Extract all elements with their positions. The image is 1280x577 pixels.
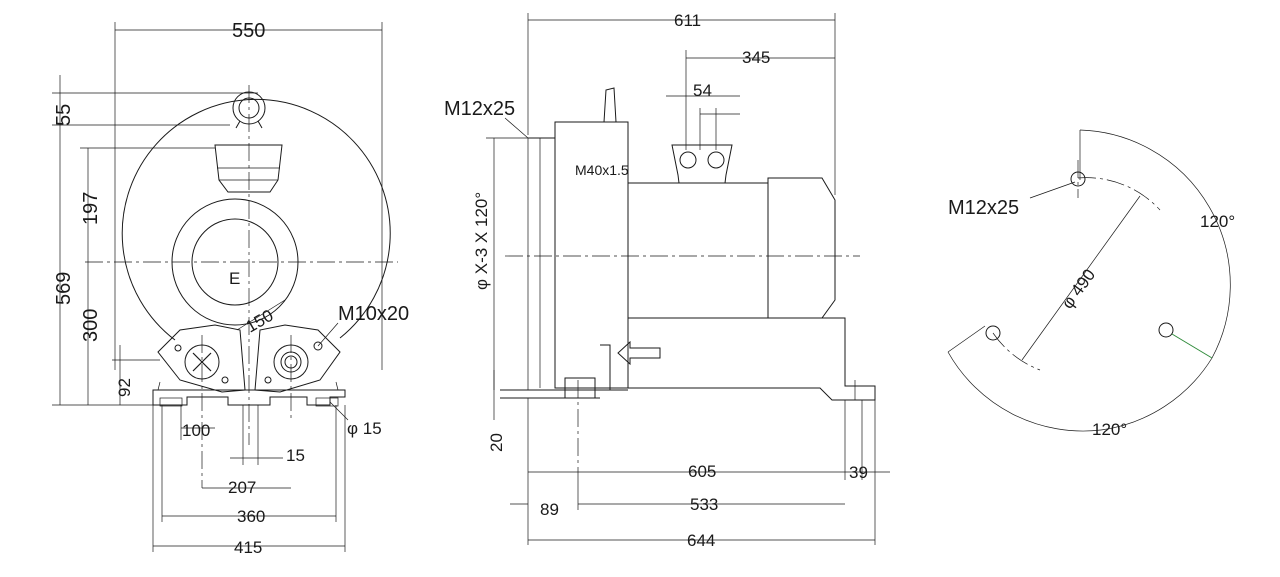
thread-m10x20: M10x20	[338, 303, 409, 325]
top-port	[214, 144, 283, 193]
thread-m12x25-side: M12x25	[444, 98, 515, 120]
left-lug	[157, 324, 246, 393]
side-view: 611 345 54 M12x25 M40x1.5 φ X-3 X 120° 2…	[444, 11, 890, 550]
dim-55: 55	[53, 104, 75, 126]
front-view: 550 55 197 569 300 92 E 150 M10x20 φ 15 …	[52, 20, 409, 557]
dim-605: 605	[688, 462, 716, 481]
dim-39: 39	[849, 463, 868, 482]
dim-207: 207	[228, 478, 256, 497]
dim-550: 550	[232, 20, 265, 42]
motor-end	[767, 177, 836, 319]
thread-m12x25-flange: M12x25	[948, 197, 1019, 219]
dim-345: 345	[742, 48, 770, 67]
angle-120-top: 120°	[1200, 212, 1235, 231]
base-frame	[628, 317, 876, 401]
phi-490: φ 490	[1058, 265, 1099, 312]
dim-100: 100	[182, 421, 210, 440]
dim-150: 150	[243, 306, 277, 337]
dim-415: 415	[234, 538, 262, 557]
eye-neck	[235, 120, 263, 129]
dim-300: 300	[80, 309, 102, 342]
dim-644: 644	[687, 531, 715, 550]
dim-569: 569	[53, 272, 75, 305]
blower-body	[528, 121, 629, 389]
phi-x3-120: φ X-3 X 120°	[472, 192, 491, 290]
thread-m40x1-5: M40x1.5	[575, 162, 629, 178]
dim-533: 533	[690, 495, 718, 514]
hole-phi-15: φ 15	[347, 419, 382, 438]
terminal-box	[671, 144, 733, 184]
dim-360: 360	[237, 507, 265, 526]
base-foot	[152, 389, 346, 406]
dim-197: 197	[80, 192, 102, 225]
inlet-bore	[191, 218, 279, 306]
dim-20: 20	[487, 433, 506, 452]
motor-body	[627, 182, 769, 319]
dim-15: 15	[286, 446, 305, 465]
dim-89: 89	[540, 500, 559, 519]
flange-hole-right	[1158, 322, 1174, 338]
flange-view: φ 490 M12x25 120° 120°	[947, 129, 1235, 439]
right-lug	[254, 324, 341, 393]
dim-54: 54	[693, 81, 712, 100]
flange-hole-left	[985, 325, 1001, 341]
angle-120-bottom: 120°	[1092, 420, 1127, 439]
dim-92: 92	[115, 378, 134, 397]
dim-611: 611	[674, 11, 701, 30]
flow-arrow	[617, 340, 661, 366]
center-mark-e: E	[229, 269, 240, 288]
